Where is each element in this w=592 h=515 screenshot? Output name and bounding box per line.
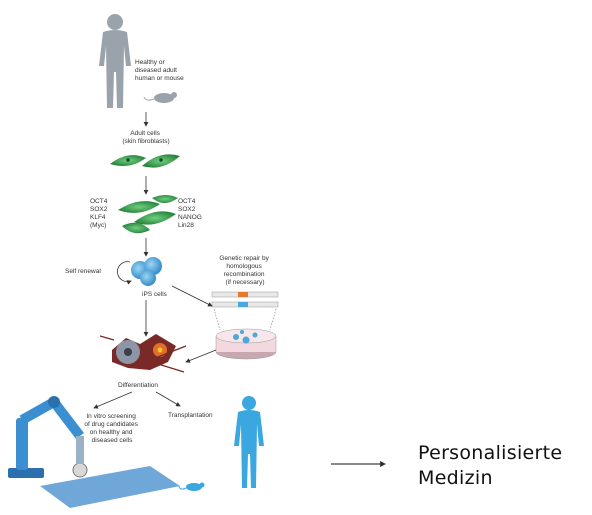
caption-line-1: Personalisierte [418, 442, 563, 464]
arrow-to-transplantation [155, 391, 181, 407]
arrow-ips-to-repair [171, 285, 213, 307]
caption-line-2: Medizin [418, 467, 493, 489]
factors-right: OCT4 SOX2 NANOG Lin28 [178, 198, 204, 229]
petri-dish [215, 328, 277, 360]
differentiation-label: Differentiation [118, 382, 158, 389]
adult-human-figure [99, 14, 131, 108]
mouse-icon [143, 92, 177, 103]
screening-label: In vitro screening of drug candidates on… [84, 413, 139, 444]
well-plate [40, 466, 180, 508]
fibroblast-cells [110, 154, 180, 168]
repair-label: Genetic repair by homologous recombinati… [219, 255, 270, 286]
arrow-dish-to-differentiated [185, 349, 217, 363]
factors-left: OCT4 SOX2 KLF4 (Myc) [90, 198, 109, 229]
dotted-guide-left [213, 308, 221, 331]
differentiated-cells [99, 334, 187, 373]
recipient-mouse-icon [178, 482, 205, 491]
arrow-to-screening [93, 391, 133, 409]
source-label: Healthy or diseased adult human or mouse [135, 59, 184, 82]
ips-cells [131, 257, 162, 286]
personalized-medicine-caption: Personalisierte Medizin [418, 441, 562, 491]
recipient-human-figure [234, 396, 264, 488]
adult-cells-label: Adult cells (skin fibroblasts) [122, 130, 169, 145]
dotted-guide-right [269, 308, 277, 331]
transplantation-label: Transplantation [168, 412, 213, 419]
self-renewal-arrow [117, 261, 132, 285]
robot-arm [8, 396, 88, 478]
ips-label: iPS cells [142, 291, 168, 298]
self-renewal-label: Self renewal [65, 268, 101, 275]
reprogramming-cells [118, 195, 178, 234]
dna-strands [211, 291, 279, 308]
